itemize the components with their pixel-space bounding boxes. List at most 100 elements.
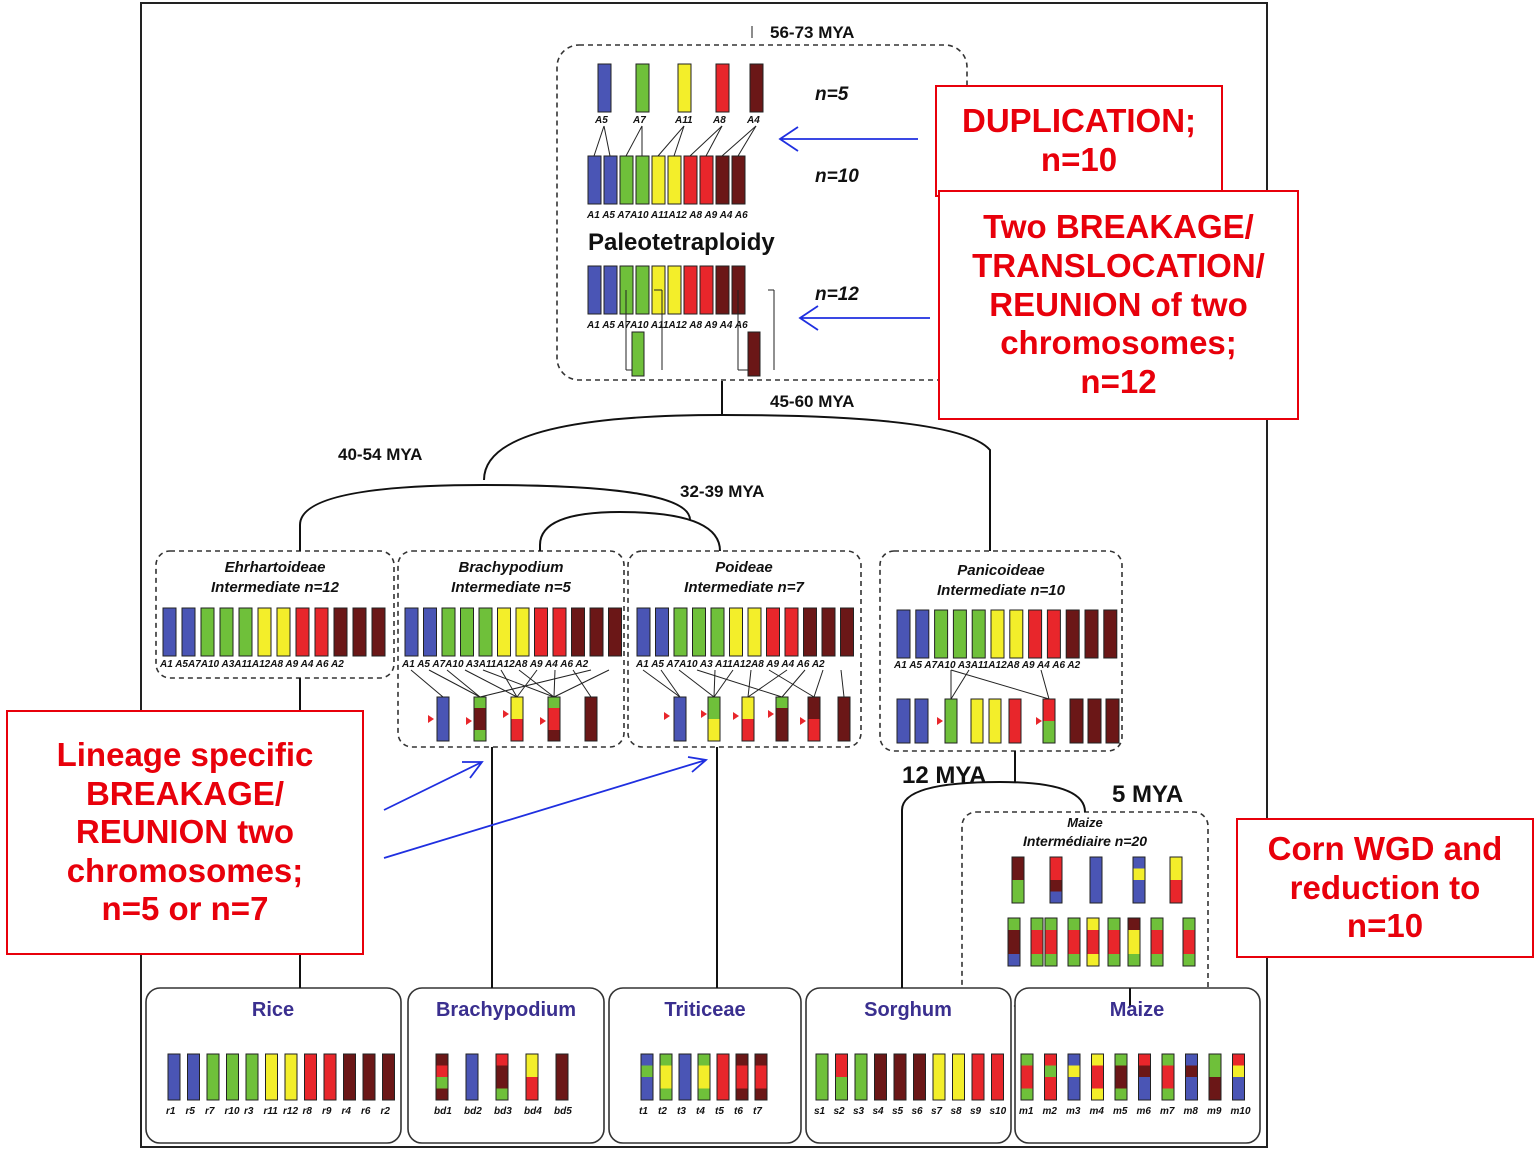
species-2-label-2: t3	[677, 1106, 686, 1117]
poideae-chrom-8	[785, 608, 798, 656]
species-4-chrom-6	[1162, 1054, 1174, 1100]
callout-lineage: Lineage specific BREAKAGE/ REUNION two c…	[6, 710, 364, 955]
panicoid-labels: A1 A5 A7A10 A3A11A12A8 A9 A4 A6 A2	[893, 660, 1081, 671]
species-sorghum-title: Sorghum	[864, 999, 952, 1021]
panicoid-chrom-3	[953, 610, 966, 658]
panicoid-chrom-10	[1085, 610, 1098, 658]
panicoid-chrom-5	[991, 610, 1004, 658]
panicoid-chrom-11	[1104, 610, 1117, 658]
paleo-n10-chrom-6	[684, 156, 697, 204]
species-0-label-6: r12	[283, 1106, 298, 1117]
panicoid-name: Panicoideae	[957, 562, 1045, 579]
paleo-n10: n=10	[815, 166, 859, 187]
species-4-chrom-7	[1186, 1054, 1198, 1100]
callout-duplication: DUPLICATION; n=10	[935, 85, 1223, 197]
maize-int-name: Maize	[1067, 815, 1102, 830]
paleo-n10-chrom-5	[668, 156, 681, 204]
brachy-chrom-2	[442, 608, 455, 656]
paleo-n12-chrom-5	[668, 266, 681, 314]
species-3-label-9: s10	[990, 1106, 1007, 1117]
species-0-chrom-0	[168, 1054, 180, 1100]
poideae-chrom-3	[693, 608, 706, 656]
species-4-chrom-4	[1115, 1054, 1127, 1100]
poideae-r6	[838, 697, 850, 741]
species-2-chrom-0	[641, 1054, 653, 1100]
brachy-r4	[548, 697, 560, 741]
ehrhart-chrom-6	[277, 608, 290, 656]
poideae-labels: A1 A5 A7A10 A3 A11A12A8 A9 A4 A6 A2	[635, 659, 825, 670]
maize-int-a1	[1050, 857, 1062, 903]
poideae-chrom-4	[711, 608, 724, 656]
species-2-chrom-4	[717, 1054, 729, 1100]
species-0-chrom-8	[324, 1054, 336, 1100]
species-0-label-0: r1	[166, 1106, 176, 1117]
species-4-label-6: m7	[1160, 1106, 1175, 1117]
species-4-chrom-5	[1139, 1054, 1151, 1100]
species-0-label-5: r11	[264, 1106, 279, 1117]
poideae-r3	[742, 697, 754, 741]
species-2-chrom-2	[679, 1054, 691, 1100]
paleo-n12: n=12	[815, 284, 859, 305]
panicoid-r3	[971, 699, 983, 743]
species-2-chrom-6	[755, 1054, 767, 1100]
panicoid-r6	[1043, 699, 1055, 743]
paleo-title: Paleotetraploidy	[588, 229, 775, 256]
species-2-label-3: t4	[696, 1106, 705, 1117]
ehrhart-chrom-5	[258, 608, 271, 656]
paleo-n10-chrom-4	[652, 156, 665, 204]
species-0-chrom-1	[188, 1054, 200, 1100]
poideae-chrom-0	[637, 608, 650, 656]
species-3-chrom-0	[816, 1054, 828, 1100]
maize-int-a2	[1090, 857, 1102, 903]
species-1-chrom-4	[556, 1054, 568, 1100]
time-32-39: 32-39 MYA	[680, 482, 764, 501]
panicoid-chrom-0	[897, 610, 910, 658]
panicoid-r2	[945, 699, 957, 743]
species-4-label-5: m6	[1137, 1106, 1152, 1117]
panicoid-chrom-7	[1029, 610, 1042, 658]
paleo-n12-chrom-8	[716, 266, 729, 314]
species-3-label-0: s1	[814, 1106, 826, 1117]
poideae-chrom-7	[767, 608, 780, 656]
callout-lineage-text: Lineage specific BREAKAGE/ REUNION two c…	[57, 736, 314, 929]
time-12: 12 MYA	[902, 762, 987, 789]
species-1-label-3: bd4	[524, 1106, 542, 1117]
paleo-n5-label-0: A5	[594, 115, 608, 126]
poideae-chrom-2	[674, 608, 687, 656]
panicoid-chrom-2	[935, 610, 948, 658]
ehrhart-labels: A1 A5A7A10 A3A11A12A8 A9 A4 A6 A2	[159, 659, 344, 670]
species-0-chrom-11	[383, 1054, 395, 1100]
ehrhart-name: Ehrhartoideae	[225, 559, 326, 576]
paleo-n5-chrom-0	[598, 64, 611, 112]
paleo-n10-chrom-7	[700, 156, 713, 204]
species-4-label-7: m8	[1184, 1106, 1199, 1117]
species-3-chrom-6	[933, 1054, 945, 1100]
species-0-chrom-6	[285, 1054, 297, 1100]
species-0-label-2: r7	[205, 1106, 215, 1117]
maize-int-a0	[1012, 857, 1024, 903]
panicoid-r-brown-0	[1070, 699, 1083, 743]
ehrhart-chrom-0	[163, 608, 176, 656]
species-4-chrom-1	[1045, 1054, 1057, 1100]
callout-breakage: Two BREAKAGE/ TRANSLOCATION/ REUNION of …	[938, 190, 1299, 420]
species-2-chrom-1	[660, 1054, 672, 1100]
species-1-chrom-0	[436, 1054, 448, 1100]
species-0-label-4: r3	[244, 1106, 254, 1117]
panicoid-chrom-1	[916, 610, 929, 658]
paleo-n5-label-3: A8	[712, 115, 726, 126]
maize-int-b4	[1183, 918, 1195, 966]
callout-corn-text: Corn WGD and reduction to n=10	[1268, 830, 1503, 946]
ehrhart-chrom-7	[296, 608, 309, 656]
brachy-r1	[437, 697, 449, 741]
poideae-r1	[674, 697, 686, 741]
species-3-chrom-7	[953, 1054, 965, 1100]
paleo-n10-chrom-9	[732, 156, 745, 204]
species-1-chrom-3	[526, 1054, 538, 1100]
paleo-n5-label-1: A7	[632, 115, 646, 126]
brachy-chrom-0	[405, 608, 418, 656]
species-3-chrom-5	[914, 1054, 926, 1100]
paleo-n5-chrom-2	[678, 64, 691, 112]
species-4-label-2: m3	[1066, 1106, 1081, 1117]
brachy-chrom-9	[572, 608, 585, 656]
species-0-chrom-3	[227, 1054, 239, 1100]
